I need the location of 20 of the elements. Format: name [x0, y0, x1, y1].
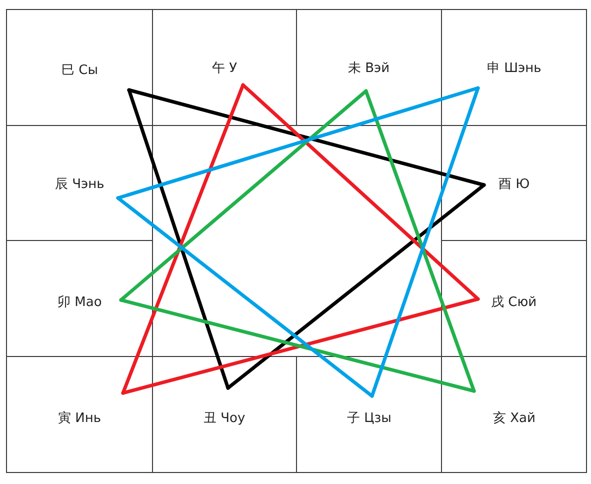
branch-label: 寅 Инь [58, 410, 102, 426]
branch-label: 酉 Ю [498, 177, 530, 193]
triangle-side [241, 83, 480, 301]
branch-label: 未 Вэй [348, 60, 390, 76]
branch-label: 巳 Сы [62, 62, 98, 78]
branch-label: 申 Шэнь [487, 60, 542, 76]
triangle-side [127, 88, 486, 187]
branch-label: 午 У [212, 60, 238, 76]
triangle-side [121, 83, 245, 395]
branch-label: 卯 Mao [58, 294, 102, 310]
branch-label: 辰 Чэнь [55, 177, 104, 193]
branch-label: 丑 Чоу [204, 410, 246, 426]
branch-label: 子 Цзы [347, 410, 392, 426]
triangle-side [116, 196, 374, 398]
branch-label: 戌 Сюй [491, 294, 537, 310]
branch-label: 亥 Хай [493, 410, 536, 426]
triangle-side [226, 183, 486, 390]
triangle-side [116, 86, 480, 200]
triangle-side [119, 89, 368, 302]
triangle-side [127, 88, 230, 390]
